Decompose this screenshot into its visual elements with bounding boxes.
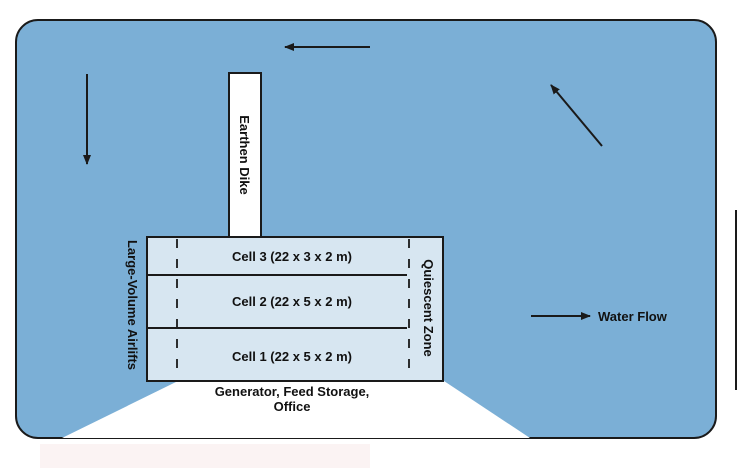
- cell-2-label: Cell 2 (22 x 5 x 2 m): [232, 294, 352, 309]
- cell-1-label: Cell 1 (22 x 5 x 2 m): [232, 349, 352, 364]
- airlifts-label: Large-Volume Airlifts: [125, 240, 140, 370]
- water-flow-label: Water Flow: [598, 309, 668, 324]
- earthen-dike-label: Earthen Dike: [237, 115, 252, 194]
- shore-label-line2: Office: [274, 399, 311, 414]
- circulation-arrow-up-left: [550, 84, 603, 147]
- bottom-pink-band: [40, 444, 370, 468]
- shore-land: [62, 381, 530, 438]
- cell-3-label: Cell 3 (22 x 3 x 2 m): [232, 249, 352, 264]
- earthen-dike: [228, 72, 262, 238]
- shore-label-line1: Generator, Feed Storage,: [215, 384, 370, 399]
- cell-block: [146, 236, 444, 382]
- quiescent-zone-label: Quiescent Zone: [421, 259, 436, 357]
- edge-mark: [735, 210, 737, 390]
